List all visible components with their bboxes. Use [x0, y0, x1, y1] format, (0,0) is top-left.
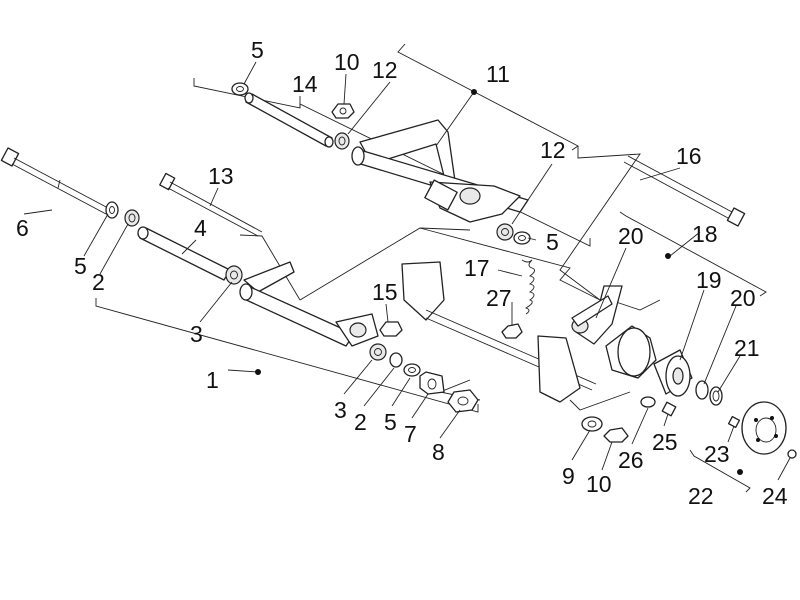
part-2-washer-lower [389, 352, 403, 368]
part-1-swing-arm-lower [239, 261, 379, 347]
callout-20: 20 [730, 285, 756, 311]
bracket-assembly-18 [619, 211, 767, 297]
callout-15: 15 [372, 279, 398, 305]
callout-25: 25 [652, 429, 678, 455]
callout-9: 9 [562, 463, 575, 489]
callout-2: 2 [354, 409, 367, 435]
callout-13: 13 [208, 163, 234, 189]
callout-27: 27 [486, 285, 512, 311]
callout-22: 22 [688, 483, 714, 509]
part-20-washer [695, 380, 709, 400]
part-5-washer-bottom [403, 363, 421, 377]
part-24-screw [787, 449, 797, 459]
part-4-sleeve [137, 226, 231, 281]
callout-1: 1 [206, 367, 219, 393]
callout-12: 12 [540, 137, 566, 163]
part-23-bolt [727, 415, 741, 429]
part-26-washer [640, 396, 656, 408]
callout-5: 5 [251, 37, 264, 63]
part-5-washer-top [231, 82, 249, 96]
part-7-spacer [419, 371, 445, 395]
callout-14: 14 [292, 71, 318, 97]
bracket-assembly-11-top [397, 43, 579, 151]
part-10-nut-bottom [603, 427, 629, 443]
callout-12: 12 [372, 57, 398, 83]
part-9-washer [581, 416, 603, 432]
callout-5: 5 [546, 229, 559, 255]
callout-23: 23 [704, 441, 730, 467]
part-27-nut [501, 323, 523, 339]
callout-19: 19 [696, 267, 722, 293]
callout-6: 6 [16, 215, 29, 241]
callout-8: 8 [432, 439, 445, 465]
part-3-bushing-left [225, 265, 243, 285]
part-6-long-bolt [0, 147, 109, 215]
callout-20: 20 [618, 223, 644, 249]
part-2-bushing-left [124, 209, 140, 227]
part-18-damper [571, 285, 657, 379]
callout-26: 26 [618, 447, 644, 473]
parts [0, 82, 797, 459]
leader-lines [23, 61, 791, 481]
callout-5: 5 [384, 409, 397, 435]
part-14-sleeve [244, 92, 334, 148]
part-12-bushing-right [496, 223, 514, 241]
part-16-long-bolt [623, 155, 746, 227]
callout-2: 2 [92, 269, 105, 295]
callout-labels: 5 10 12 11 14 16 12 5 13 6 4 5 2 20 18 1… [16, 37, 788, 509]
part-5-washer-left [105, 201, 119, 219]
part-8-nut [447, 389, 479, 413]
callout-18: 18 [692, 221, 718, 247]
callout-3: 3 [334, 397, 347, 423]
callout-10: 10 [334, 49, 360, 75]
part-11-swing-arm [351, 119, 529, 223]
part-22-hub [741, 401, 787, 455]
bracket-assembly-22 [689, 449, 751, 493]
part-17-spring [521, 259, 535, 315]
part-12-bushing-top [334, 132, 350, 150]
bracket-assembly-1 [95, 298, 479, 413]
part-15-nut [379, 321, 403, 337]
callout-16: 16 [676, 143, 702, 169]
callout-21: 21 [734, 335, 760, 361]
callout-3: 3 [190, 321, 203, 347]
part-21-ring [709, 386, 723, 406]
part-13-bolt [159, 172, 263, 237]
part-19-roller [653, 349, 693, 397]
group-brackets [95, 43, 767, 493]
callout-7: 7 [404, 421, 417, 447]
callout-5: 5 [74, 253, 87, 279]
engine-mount-bracket [401, 261, 597, 403]
callout-4: 4 [194, 215, 207, 241]
callout-24: 24 [762, 483, 788, 509]
callout-10: 10 [586, 471, 612, 497]
part-10-nut-top [331, 103, 355, 119]
part-25-bolt [661, 401, 677, 417]
callout-11: 11 [486, 61, 510, 87]
part-3-bushing-lower [369, 343, 387, 361]
callout-17: 17 [464, 255, 490, 281]
part-5-washer-right [513, 231, 531, 245]
